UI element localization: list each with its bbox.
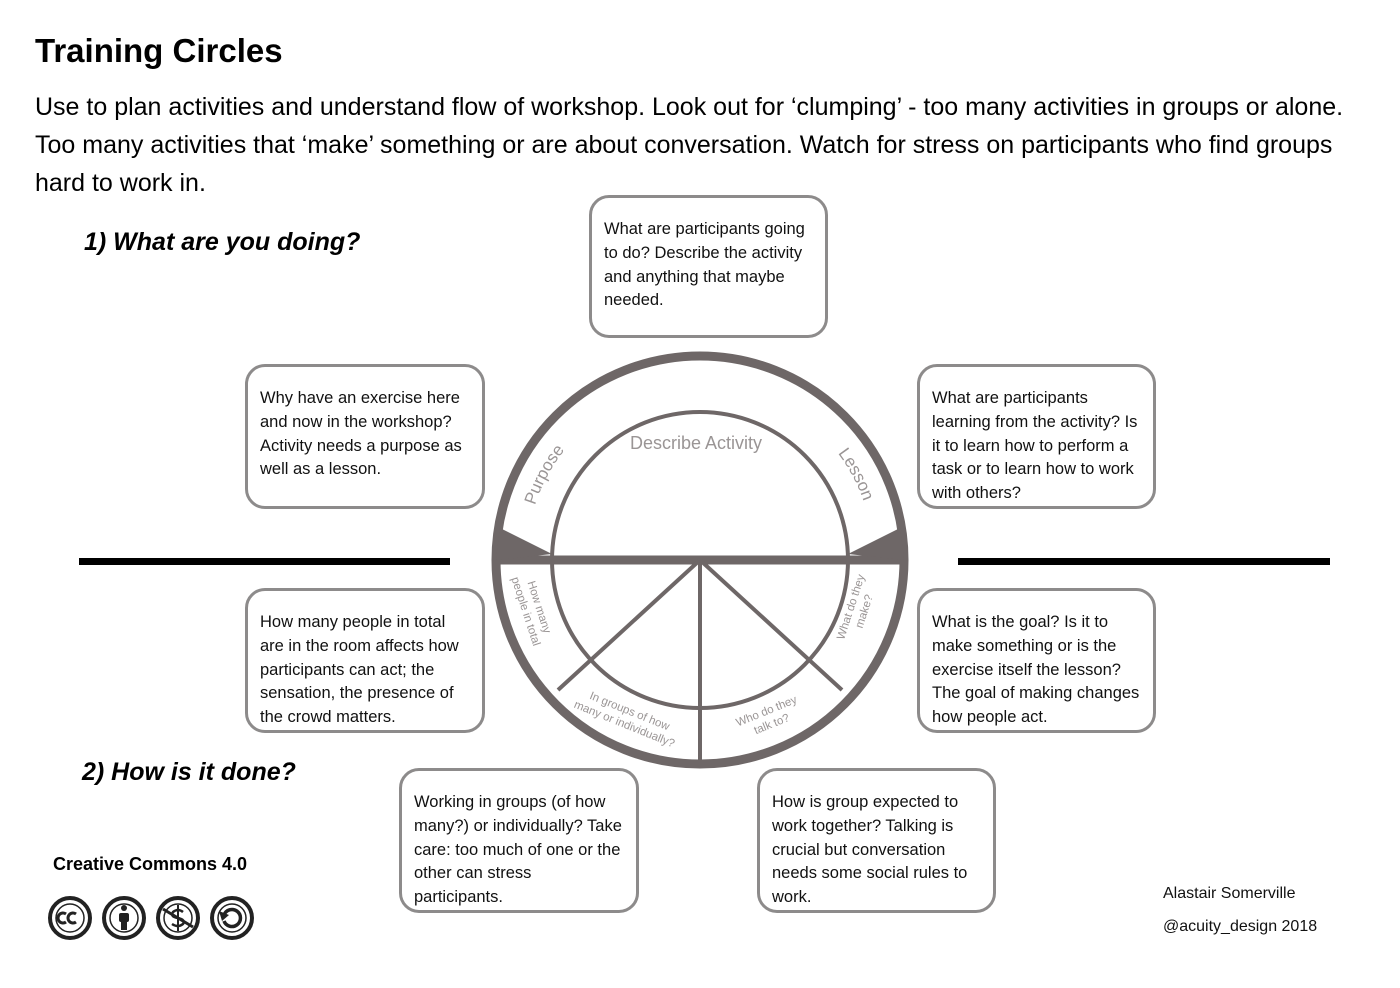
groups-segment-label: In groups of how many or individually?	[572, 690, 676, 750]
people-box: How many people in total are in the room…	[245, 588, 485, 733]
by-attribution-icon	[102, 896, 146, 940]
author-handle: @acuity_design 2018	[1163, 918, 1318, 935]
lesson-arrow	[848, 528, 904, 560]
right-divider-line	[958, 558, 1330, 565]
non-commercial-icon	[156, 896, 200, 940]
author-credit: Alastair Somerville	[1163, 885, 1296, 902]
left-divider-line	[79, 558, 450, 565]
license-label: Creative Commons 4.0	[53, 854, 248, 874]
groups-box: Working in groups (of how many?) or indi…	[399, 768, 639, 913]
lesson-box: What are participants learning from the …	[917, 364, 1156, 509]
cc-icon	[48, 896, 92, 940]
describe-activity-box: What are participants going to do? Descr…	[589, 195, 828, 338]
describe-activity-label: Describe Activity	[630, 433, 762, 453]
make-segment-label: What do they make?	[835, 573, 876, 641]
intro-text: Use to plan activities and understand fl…	[35, 93, 1344, 197]
purpose-box: Why have an exercise here and now in the…	[245, 364, 485, 509]
training-circle-wheel: Describe Activity Purpose Lesson How man…	[491, 351, 909, 769]
right-spoke	[698, 558, 844, 692]
make-box: What is the goal? Is it to make somethin…	[917, 588, 1156, 733]
talk-box: How is group expected to work together? …	[757, 768, 996, 913]
license-icons	[48, 896, 254, 940]
section-how-heading: 2) How is it done?	[82, 758, 296, 786]
section-what-heading: 1) What are you doing?	[84, 228, 361, 256]
purpose-arrow	[496, 528, 552, 560]
left-spoke	[556, 558, 702, 692]
page-title: Training Circles	[35, 32, 283, 69]
share-alike-icon	[210, 896, 254, 940]
